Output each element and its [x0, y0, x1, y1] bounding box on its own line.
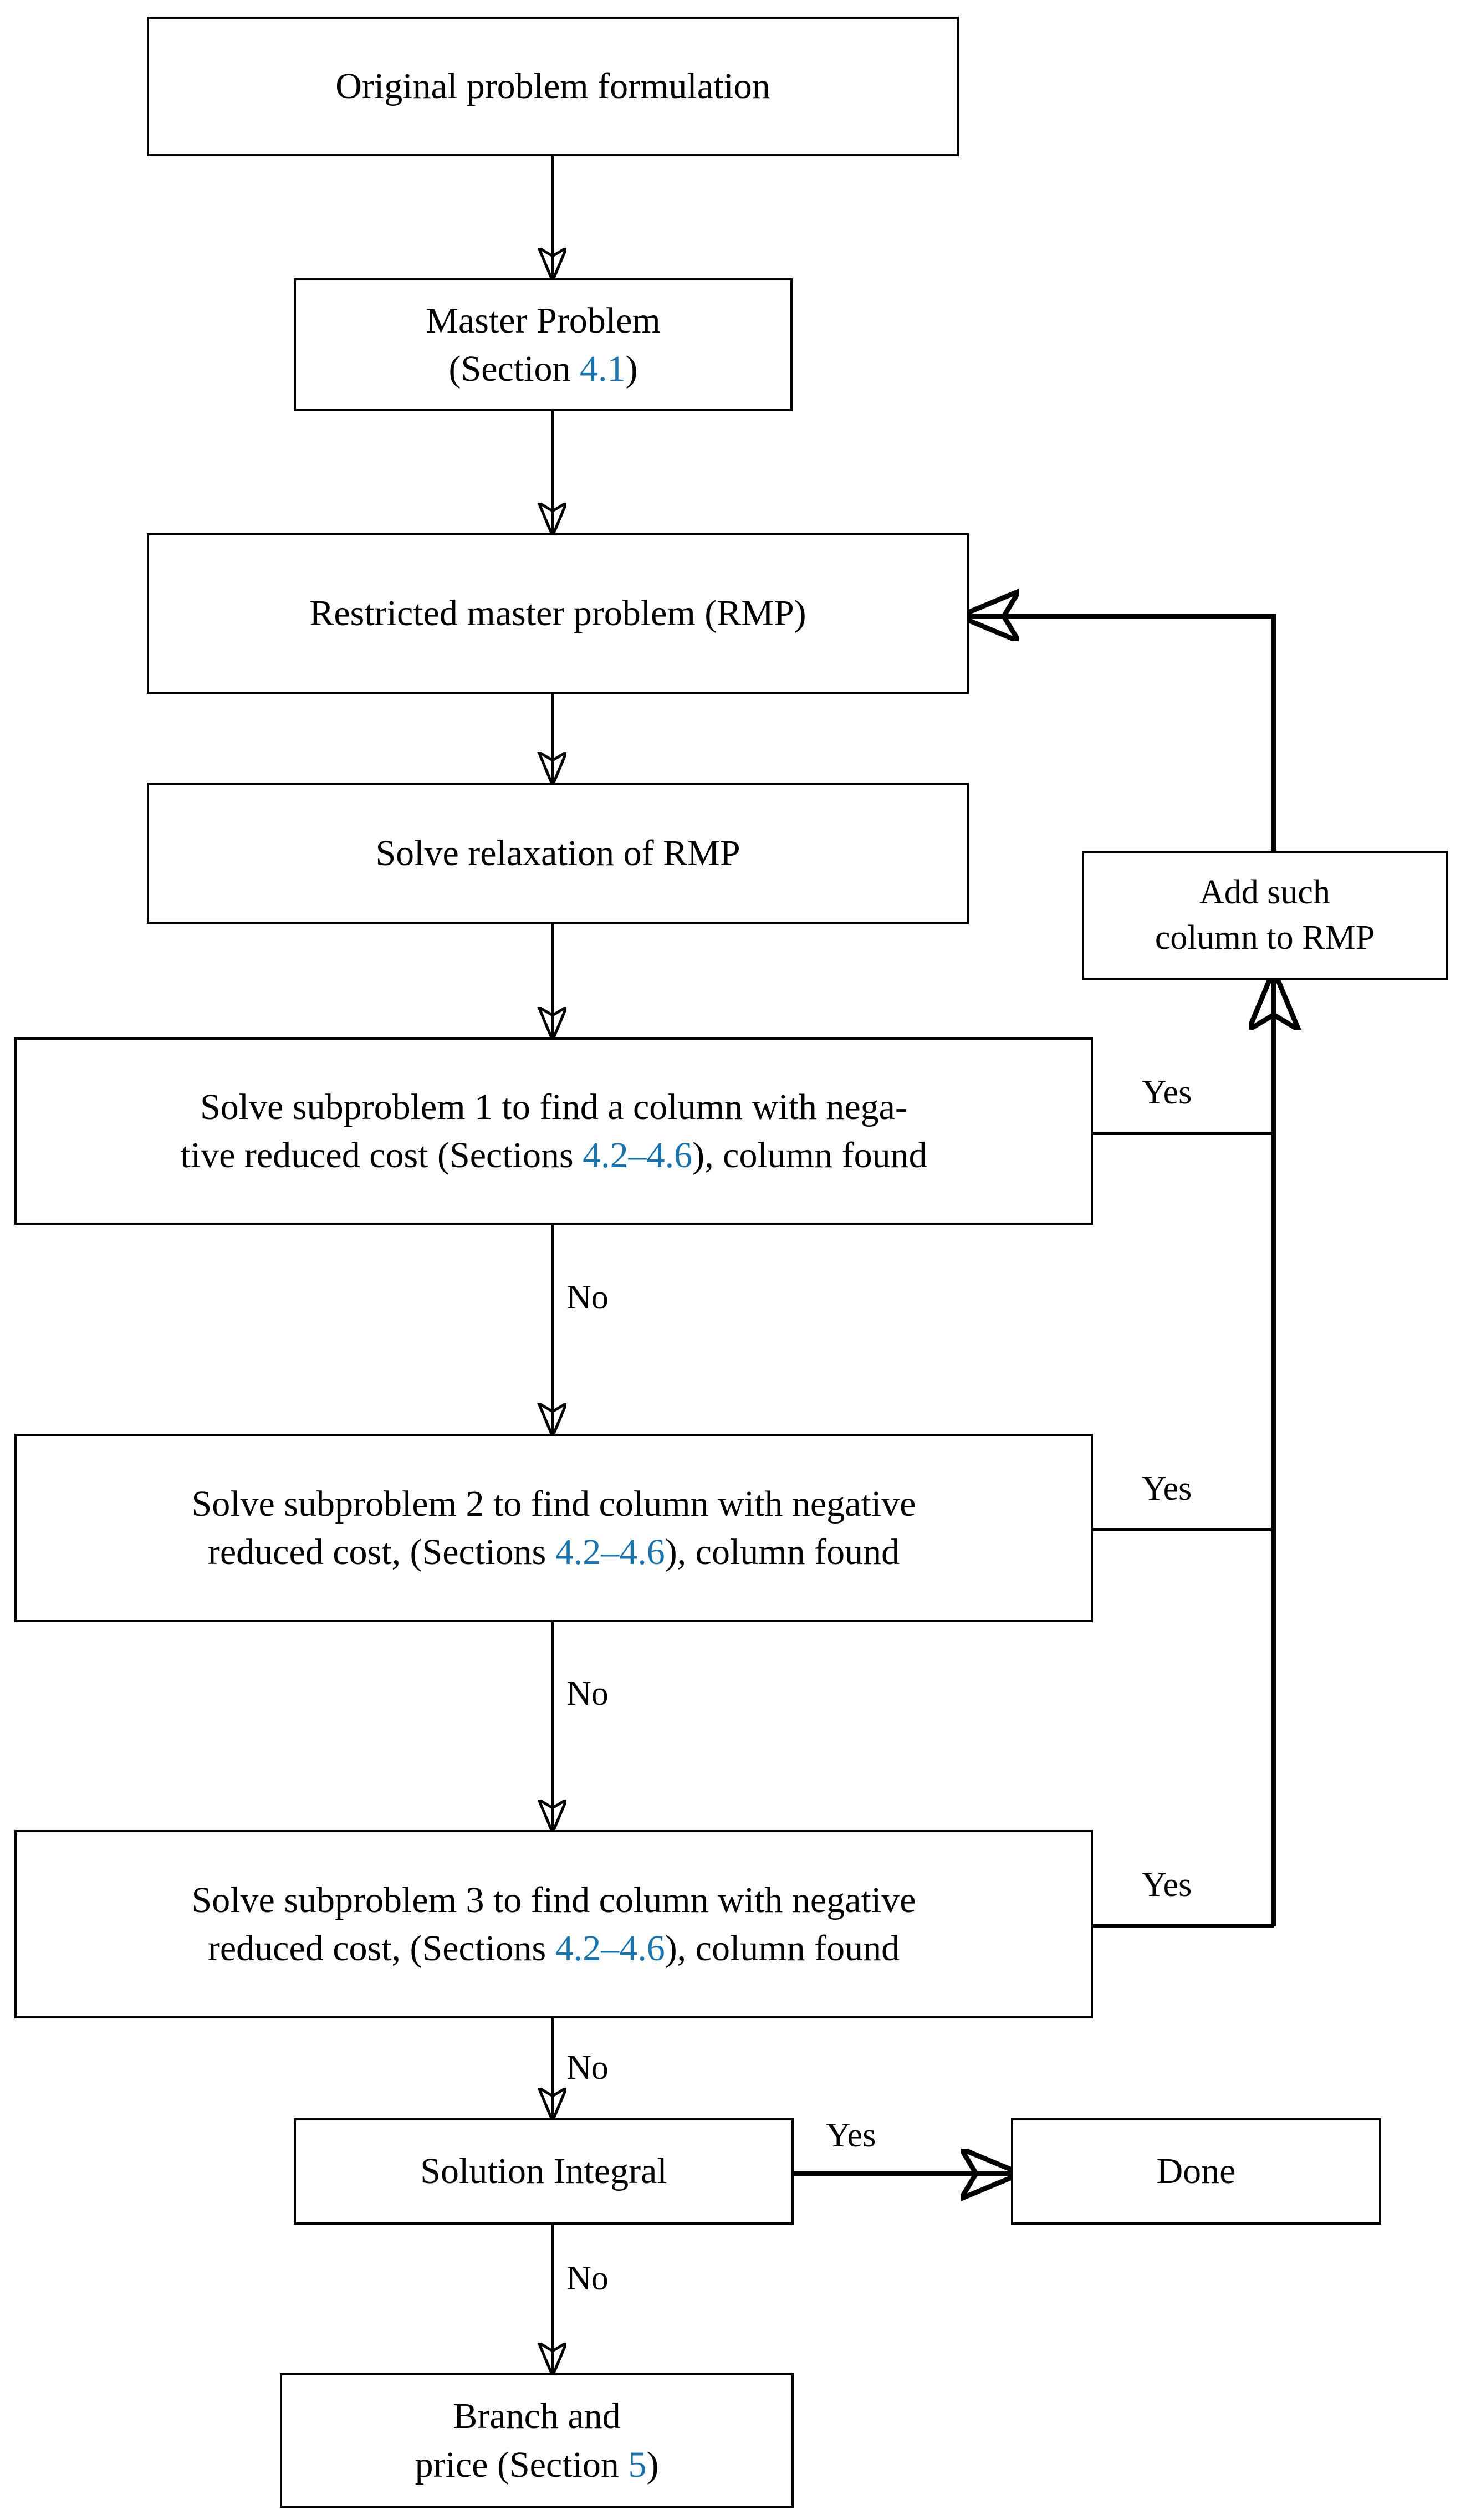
master-section-suffix: ): [625, 349, 638, 389]
sub1-section-suffix: ), column found: [692, 1135, 927, 1175]
node-subproblem-1[interactable]: Solve subproblem 1 to find a column with…: [14, 1037, 1093, 1225]
node-master-problem-label-line2: (Section 4.1): [449, 345, 638, 393]
node-subproblem-2[interactable]: Solve subproblem 2 to find column with n…: [14, 1434, 1093, 1622]
sub2-section-suffix: ), column found: [665, 1532, 900, 1572]
node-branch-and-price-line1: Branch and: [453, 2396, 621, 2437]
edge-label-sub2-yes: Yes: [1142, 1470, 1192, 1507]
sub1-section-prefix: tive reduced cost (Sections: [180, 1135, 583, 1175]
branch-section-link[interactable]: 5: [628, 2444, 647, 2485]
edge-label-sub1-yes: Yes: [1142, 1074, 1192, 1111]
sub3-section-link[interactable]: 4.2–4.6: [555, 1928, 665, 1969]
branch-section-prefix: price (Section: [415, 2444, 629, 2485]
node-done-label: Done: [1156, 2151, 1236, 2192]
edge-label-sub3-yes: Yes: [1142, 1866, 1192, 1904]
edge-label-sub2-no: No: [566, 1675, 609, 1713]
node-master-problem-label-line1: Master Problem: [426, 300, 661, 341]
node-solve-relaxation-label: Solve relaxation of RMP: [375, 832, 740, 873]
node-solution-integral-label: Solution Integral: [420, 2151, 667, 2192]
sub3-section-prefix: reduced cost, (Sections: [207, 1928, 555, 1969]
master-section-link[interactable]: 4.1: [579, 349, 626, 389]
node-branch-and-price[interactable]: Branch and price (Section 5): [280, 2373, 794, 2508]
node-original-problem[interactable]: Original problem formulation: [147, 17, 959, 156]
node-subproblem-1-line2: tive reduced cost (Sections 4.2–4.6), co…: [180, 1131, 927, 1179]
edge-label-integral-yes: Yes: [826, 2117, 876, 2154]
node-restricted-master-problem[interactable]: Restricted master problem (RMP): [147, 533, 969, 694]
node-subproblem-3-line2: reduced cost, (Sections 4.2–4.6), column…: [208, 1924, 900, 1972]
node-solution-integral[interactable]: Solution Integral: [294, 2118, 794, 2225]
node-subproblem-3-line1: Solve subproblem 3 to find column with n…: [191, 1879, 916, 1920]
node-done[interactable]: Done: [1011, 2118, 1381, 2225]
node-subproblem-3[interactable]: Solve subproblem 3 to find column with n…: [14, 1830, 1093, 2018]
node-branch-and-price-line2: price (Section 5): [415, 2441, 659, 2489]
node-rmp-label: Restricted master problem (RMP): [309, 593, 806, 634]
node-subproblem-1-line1: Solve subproblem 1 to find a column with…: [200, 1086, 907, 1127]
node-subproblem-2-line2: reduced cost, (Sections 4.2–4.6), column…: [208, 1528, 900, 1576]
sub1-section-link[interactable]: 4.2–4.6: [583, 1135, 693, 1175]
sub2-section-link[interactable]: 4.2–4.6: [555, 1532, 665, 1572]
node-subproblem-2-line1: Solve subproblem 2 to find column with n…: [191, 1483, 916, 1524]
node-add-column-line2: column to RMP: [1155, 918, 1375, 957]
edge-label-sub3-no: No: [566, 2049, 609, 2087]
node-original-problem-label: Original problem formulation: [335, 66, 770, 107]
edge-addcolumn-to-rmp: [969, 616, 1276, 851]
node-add-column-line1: Add such: [1199, 873, 1330, 911]
edge-label-sub1-no: No: [566, 1279, 609, 1316]
branch-section-suffix: ): [646, 2444, 659, 2485]
node-add-such-column[interactable]: Add such column to RMP: [1082, 851, 1448, 980]
node-master-problem[interactable]: Master Problem (Section 4.1): [294, 278, 793, 411]
sub2-section-prefix: reduced cost, (Sections: [207, 1532, 555, 1572]
node-solve-relaxation[interactable]: Solve relaxation of RMP: [147, 783, 969, 924]
sub3-section-suffix: ), column found: [665, 1928, 900, 1969]
edge-label-integral-no: No: [566, 2260, 609, 2297]
master-section-prefix: (Section: [448, 349, 580, 389]
